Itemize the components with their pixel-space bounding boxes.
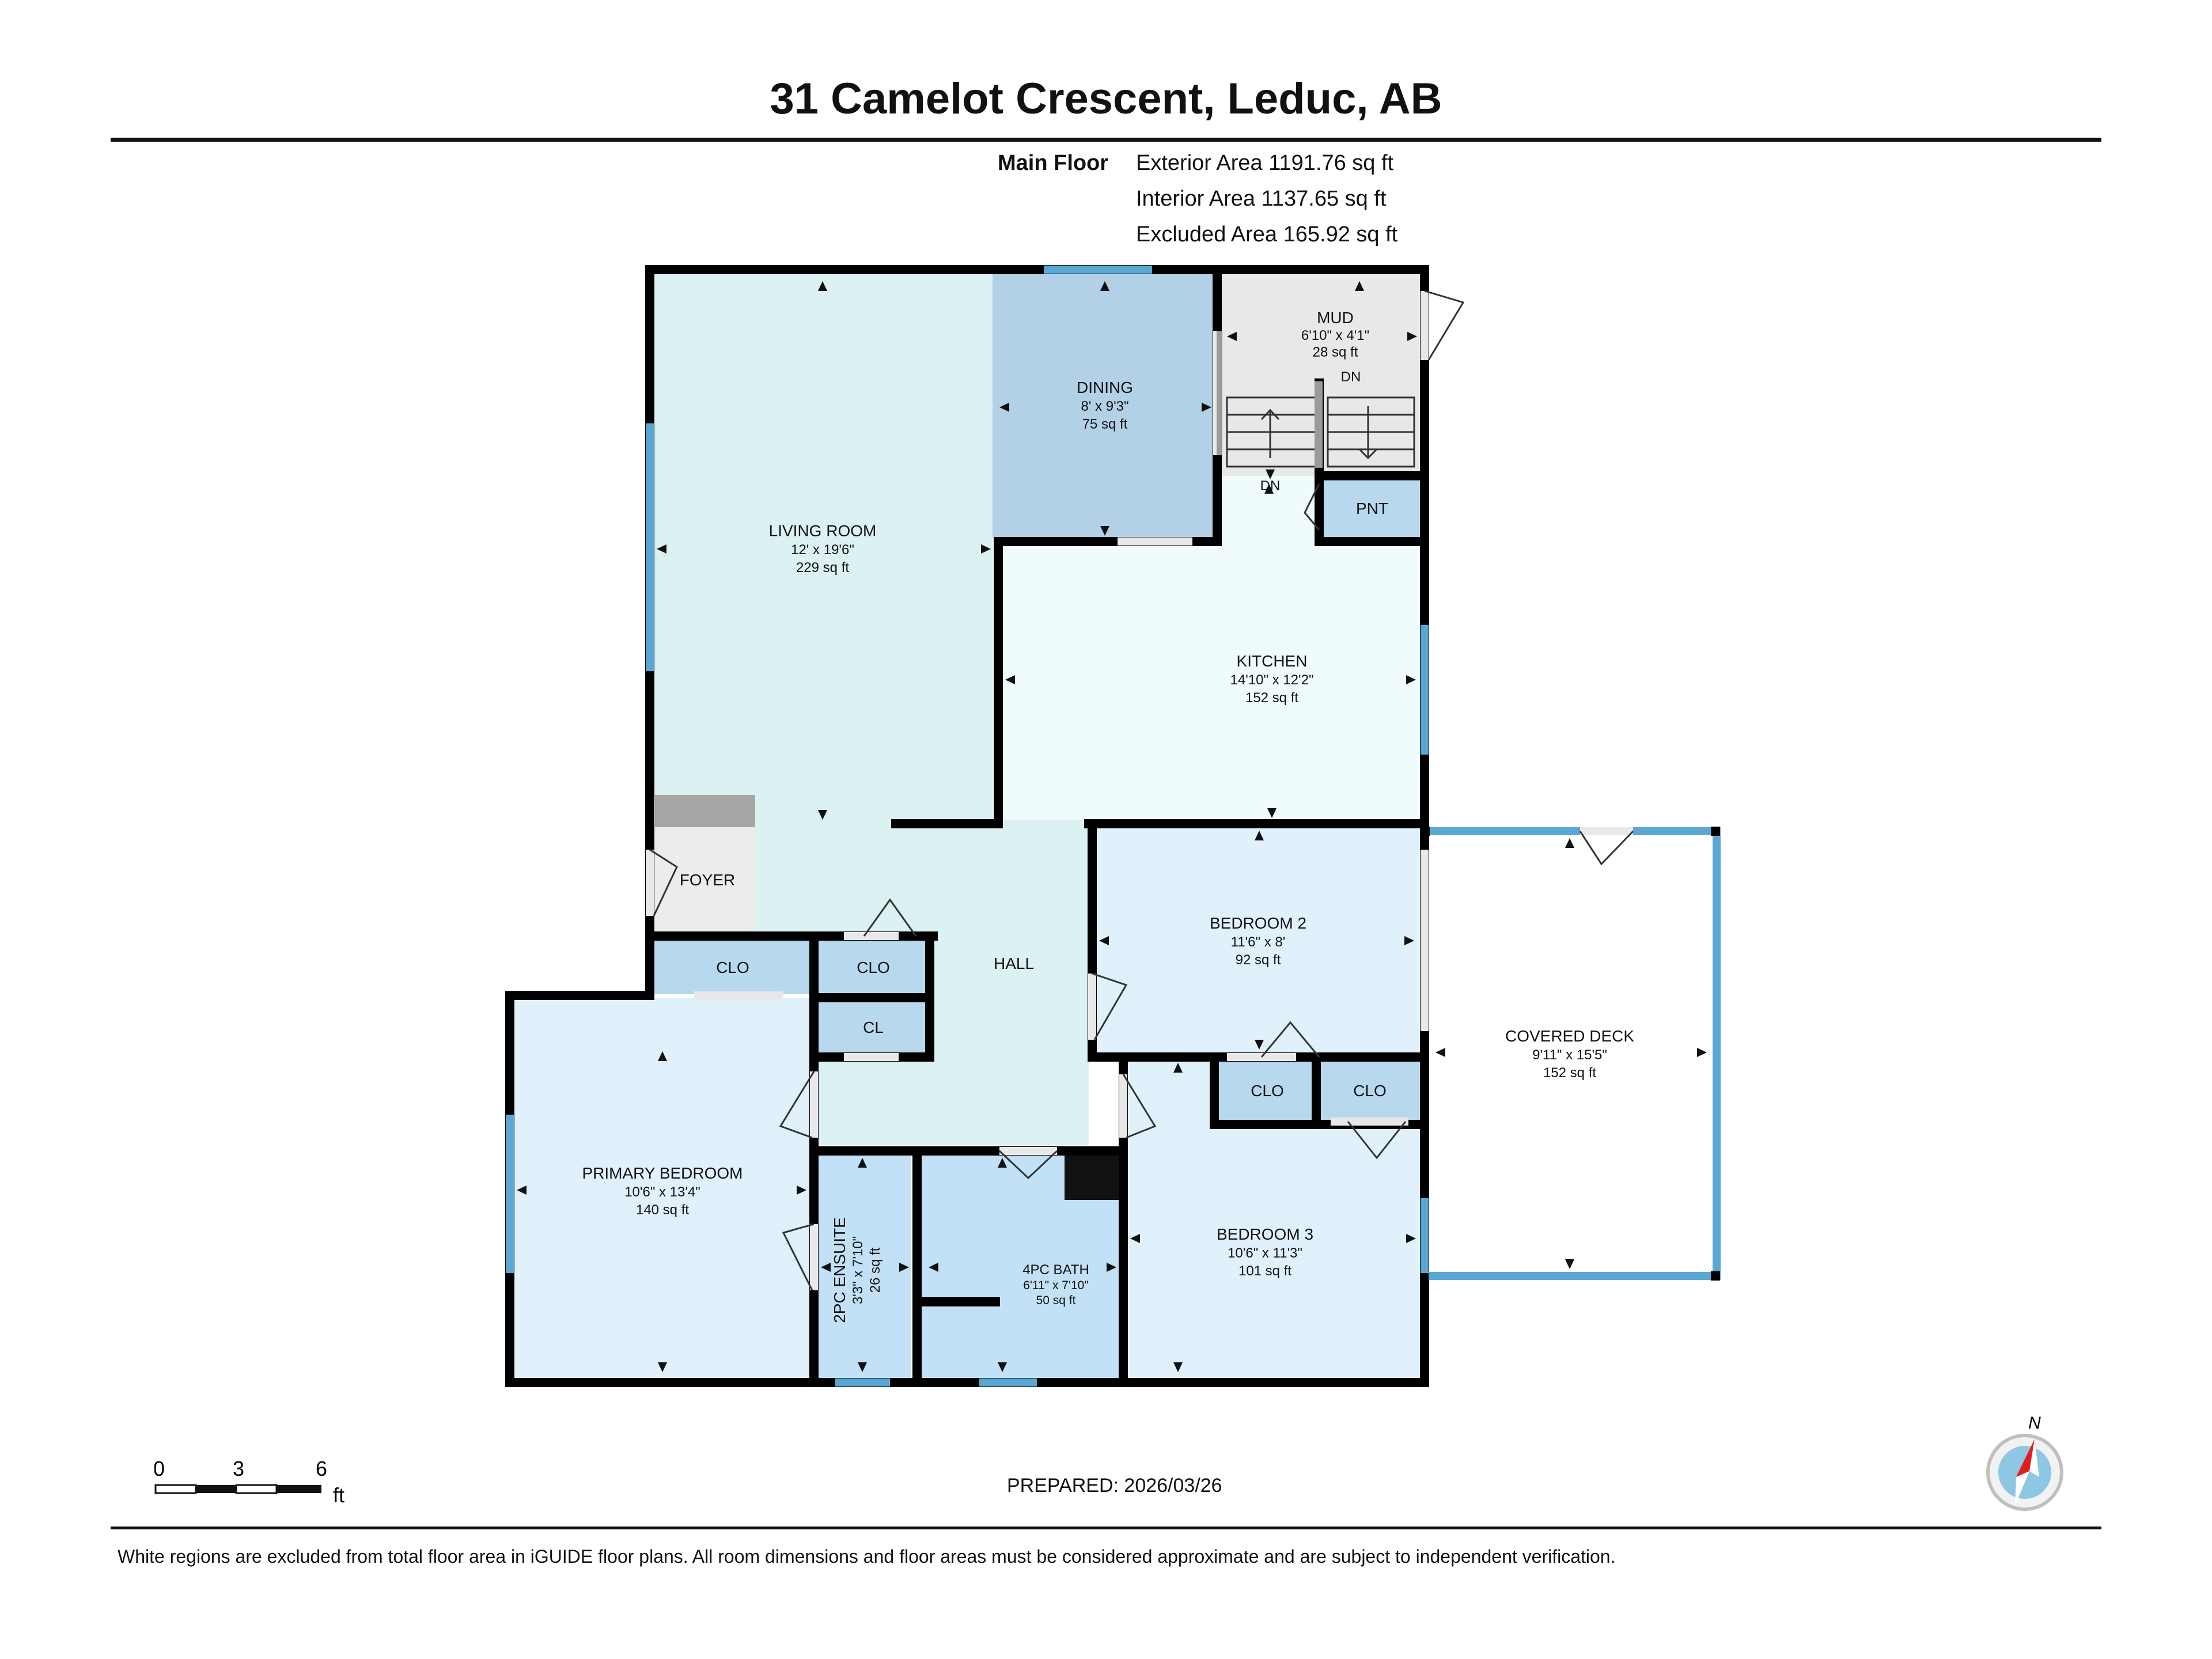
- living-room-name: LIVING ROOM: [769, 522, 877, 540]
- primary-area: 140 sq ft: [636, 1202, 689, 1218]
- clo1-name: CLO: [716, 959, 749, 976]
- primary-fill: [510, 998, 814, 1378]
- compass-icon: N: [1986, 1414, 2063, 1511]
- clo4-fill: [1319, 1057, 1420, 1122]
- scale-tick-3: 3: [233, 1457, 244, 1480]
- foyer-shelf: [655, 795, 755, 827]
- deck-area: 152 sq ft: [1543, 1065, 1596, 1081]
- living-room-fill: [650, 274, 1089, 1145]
- living-room-dims: 12' x 19'6": [791, 542, 854, 558]
- scale-unit: ft: [333, 1483, 344, 1507]
- deck-post-1: [1421, 827, 1430, 836]
- clo4-name: CLO: [1353, 1082, 1387, 1100]
- stairs: [1226, 396, 1415, 468]
- bedroom3-name: BEDROOM 3: [1217, 1225, 1313, 1243]
- clo3-name: CLO: [1251, 1082, 1284, 1100]
- scale-tick-6: 6: [316, 1457, 327, 1480]
- floor-label: Main Floor: [998, 151, 1109, 175]
- deck-name: COVERED DECK: [1505, 1027, 1634, 1045]
- primary-dims: 10'6" x 13'4": [624, 1184, 700, 1200]
- ensuite-name: 2PC ENSUITE: [831, 1217, 849, 1323]
- kitchen-name: KITCHEN: [1237, 652, 1308, 670]
- bedroom3-dims: 10'6" x 11'3": [1228, 1245, 1302, 1261]
- pantry-fill: [1319, 476, 1420, 541]
- kitchen-fill: [998, 476, 1420, 820]
- primary-name: PRIMARY BEDROOM: [582, 1164, 743, 1182]
- ensuite-label: 2PC ENSUITE 3'3" x 7'10" 26 sq ft: [831, 1217, 883, 1323]
- dimension-arrows: [517, 281, 1707, 1372]
- door-swings: [649, 290, 1634, 1291]
- windows: [506, 266, 1721, 1387]
- ensuite-area: 26 sq ft: [868, 1247, 883, 1293]
- interior-area: Interior Area 1137.65 sq ft: [1136, 187, 1387, 211]
- kitchen-area: 152 sq ft: [1245, 690, 1298, 706]
- bath-dims: 6'11" x 7'10": [1023, 1279, 1089, 1292]
- mud-dims: 6'10" x 4'1": [1301, 328, 1369, 343]
- bath-area: 50 sq ft: [1036, 1294, 1076, 1307]
- hall-name: HALL: [994, 955, 1034, 972]
- dining-fill: [993, 274, 1217, 537]
- dining-dims: 8' x 9'3": [1081, 399, 1128, 414]
- scale-tick-0: 0: [154, 1457, 165, 1480]
- bedroom3-area: 101 sq ft: [1238, 1263, 1291, 1279]
- bath-name: 4PC BATH: [1022, 1262, 1089, 1278]
- prepared-date: PREPARED: 2026/03/26: [1007, 1475, 1222, 1497]
- pantry-name: PNT: [1356, 499, 1388, 517]
- disclaimer-text: White regions are excluded from total fl…: [118, 1546, 1616, 1567]
- bedroom2-dims: 11'6" x 8': [1231, 934, 1286, 950]
- bedroom2-area: 92 sq ft: [1236, 952, 1281, 968]
- mud-name: MUD: [1317, 309, 1354, 327]
- title-rule: [111, 138, 2101, 142]
- exterior-area: Exterior Area 1191.76 sq ft: [1136, 151, 1394, 175]
- deck-dims: 9'11" x 15'5": [1532, 1047, 1607, 1063]
- stairs-dn-upper: DN: [1341, 369, 1361, 385]
- clo1-fill: [653, 939, 812, 994]
- mud-area: 28 sq ft: [1313, 344, 1358, 360]
- dining-area: 75 sq ft: [1082, 416, 1128, 432]
- ensuite-dims: 3'3" x 7'10": [850, 1236, 866, 1304]
- stair-rail: [1315, 381, 1323, 468]
- compass-north-label: N: [2028, 1414, 2041, 1433]
- excluded-area: Excluded Area 165.92 sq ft: [1136, 222, 1398, 247]
- bedroom2-fill: [1092, 824, 1420, 1052]
- deck-post-3: [1711, 1271, 1720, 1281]
- cl-fill: [818, 999, 926, 1054]
- deck-post-2: [1711, 827, 1720, 836]
- clo3-fill: [1214, 1057, 1313, 1122]
- bedroom3-fill: [1123, 1057, 1420, 1378]
- clo2-name: CLO: [857, 959, 890, 976]
- plan-title: 31 Camelot Crescent, Leduc, AB: [770, 74, 1442, 123]
- living-room-area: 229 sq ft: [796, 560, 849, 575]
- dining-name: DINING: [1077, 378, 1133, 396]
- cl-name: CL: [863, 1018, 884, 1036]
- clo2-fill: [818, 939, 926, 994]
- dining-rail: [1217, 331, 1222, 455]
- stairs-dn-lower: DN: [1260, 478, 1281, 494]
- foyer-name: FOYER: [680, 871, 735, 889]
- bedroom2-name: BEDROOM 2: [1210, 914, 1306, 932]
- scale-bar: 0 3 6 ft: [154, 1457, 344, 1507]
- kitchen-dims: 14'10" x 12'2": [1230, 672, 1314, 688]
- footer-rule: [111, 1527, 2101, 1529]
